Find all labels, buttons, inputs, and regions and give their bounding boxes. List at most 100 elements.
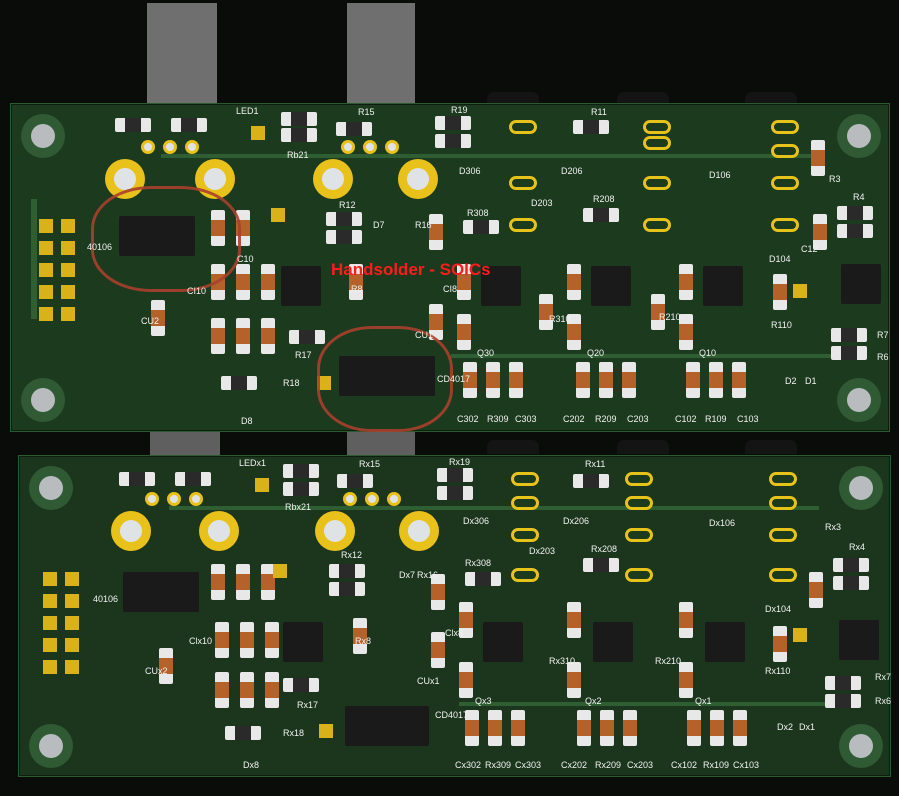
resistor — [435, 134, 471, 148]
resistor — [337, 474, 373, 488]
resistor — [336, 122, 372, 136]
pad — [273, 564, 287, 578]
silk-label: R18 — [283, 378, 300, 388]
resistor — [437, 468, 473, 482]
silk-label: 40106 — [93, 594, 119, 604]
resistor — [573, 474, 609, 488]
silk-label: Clx8 — [445, 628, 464, 638]
silk-label: C103 — [737, 414, 759, 424]
pot-pad — [111, 511, 151, 551]
silk-label: Rx6 — [875, 696, 892, 706]
silk-label: D8 — [241, 416, 253, 426]
resistor — [837, 224, 873, 238]
silk-label: Rx4 — [849, 542, 866, 552]
silk-label: Cx103 — [733, 760, 760, 770]
header-pad — [39, 219, 53, 233]
capacitor — [457, 264, 471, 300]
via-pad — [365, 492, 379, 506]
silk-label: R15 — [358, 107, 375, 117]
silk-label: Rx8 — [355, 636, 372, 646]
header-pad — [43, 572, 57, 586]
resistor — [115, 118, 151, 132]
jack-pad — [511, 528, 539, 542]
silk-label: C203 — [627, 414, 649, 424]
capacitor — [567, 662, 581, 698]
silk-label: R6 — [877, 352, 889, 362]
jack-socket — [487, 92, 539, 106]
resistor — [437, 486, 473, 500]
silk-label: R12 — [339, 200, 356, 210]
mounting-hole — [21, 378, 65, 422]
capacitor — [265, 672, 279, 708]
jack-pad — [769, 528, 797, 542]
capacitor — [576, 362, 590, 398]
via-pad — [385, 140, 399, 154]
ic-soic — [481, 266, 521, 306]
trace — [161, 154, 811, 158]
silk-label: D1 — [805, 376, 817, 386]
silk-label: Cx302 — [455, 760, 482, 770]
jack-pad — [771, 176, 799, 190]
capacitor — [567, 314, 581, 350]
header-pad — [61, 219, 75, 233]
resistor — [283, 678, 319, 692]
capacitor — [679, 314, 693, 350]
capacitor — [679, 602, 693, 638]
silk-label: CUx2 — [145, 666, 168, 676]
pot-pad — [195, 159, 235, 199]
silk-label: Rx308 — [465, 558, 492, 568]
pad — [793, 284, 807, 298]
silk-label: Rx12 — [341, 550, 363, 560]
resistor — [175, 472, 211, 486]
header-pad — [61, 307, 75, 321]
silk-label: R7 — [877, 330, 889, 340]
header-pad — [39, 263, 53, 277]
pad — [255, 478, 269, 492]
jack-socket — [617, 440, 669, 454]
header-pad — [65, 616, 79, 630]
mounting-hole — [29, 724, 73, 768]
silk-label: R209 — [595, 414, 617, 424]
capacitor — [733, 710, 747, 746]
via-pad — [185, 140, 199, 154]
header-pad — [43, 638, 57, 652]
trace — [169, 506, 819, 510]
ic-40106 — [123, 572, 199, 612]
ic-soic — [593, 622, 633, 662]
capacitor — [261, 318, 275, 354]
resistor — [281, 128, 317, 142]
ic-soic — [281, 266, 321, 306]
header-pad — [43, 616, 57, 630]
via-pad — [145, 492, 159, 506]
capacitor — [261, 564, 275, 600]
pot-bracket — [147, 3, 217, 103]
capacitor — [431, 574, 445, 610]
silk-label: R110 — [771, 320, 792, 330]
capacitor — [459, 662, 473, 698]
resistor — [281, 112, 317, 126]
capacitor — [215, 622, 229, 658]
mounting-hole — [29, 466, 73, 510]
silk-label: Rx3 — [825, 522, 842, 532]
capacitor — [539, 294, 553, 330]
ic-soic — [283, 622, 323, 662]
jack-pad — [643, 136, 671, 150]
silk-label: R17 — [295, 350, 312, 360]
jack-pad — [771, 218, 799, 232]
capacitor — [457, 314, 471, 350]
silk-label: Qx3 — [475, 696, 492, 706]
capacitor — [709, 362, 723, 398]
jack-pad — [625, 472, 653, 486]
silk-label: Dx1 — [799, 722, 816, 732]
silk-label: Rx18 — [283, 728, 305, 738]
silk-label: Dx8 — [243, 760, 260, 770]
resistor — [283, 482, 319, 496]
capacitor — [710, 710, 724, 746]
silk-label: C102 — [675, 414, 697, 424]
pot-pad — [398, 159, 438, 199]
pot-pad — [399, 511, 439, 551]
capacitor — [679, 662, 693, 698]
capacitor — [431, 632, 445, 668]
silk-label: C202 — [563, 414, 585, 424]
silk-label: Rx110 — [765, 666, 791, 676]
